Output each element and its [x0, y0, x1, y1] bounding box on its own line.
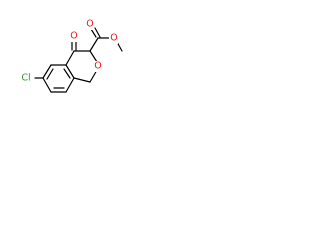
ester-oxygen-label: O: [110, 33, 117, 44]
methyl-ester-group: [89, 27, 123, 52]
bond-c5-c6-outer: [42, 64, 52, 79]
bond-c3-cester: [89, 37, 99, 52]
bond-c1-c8a: [73, 77, 91, 83]
bond-c6-c7: [42, 77, 52, 93]
bond-cester-o-a: [90, 28, 97, 38]
ester-carbonyl-oxygen-label-bg: [85, 19, 94, 30]
bond-c8a-c4a-outer: [65, 64, 75, 79]
atom-labels: Cl O O O O: [17, 19, 118, 84]
bond-c5-c6-inner: [46, 68, 54, 80]
pyranone-ring: [65, 50, 98, 83]
chlorine-label: Cl: [21, 73, 30, 84]
bond-c4a-c4: [65, 50, 75, 66]
ketone-oxygen-label: O: [70, 31, 77, 42]
bond-c8-c8a: [65, 77, 75, 93]
ketone-oxygen-label-bg: [69, 31, 78, 42]
ketone-group: [71, 40, 77, 51]
chlorine-label-bg: [17, 72, 34, 84]
ring-oxygen-label: O: [94, 61, 101, 72]
bond-c8a-c4a-inner: [63, 68, 71, 79]
ring-oxygen-label-bg: [93, 61, 102, 72]
benzene-ring: [42, 64, 75, 93]
chemical-structure-diagram: Cl O O O O: [17, 19, 123, 93]
bond-cester-o-b: [94, 27, 101, 38]
ester-oxygen-label-bg: [109, 33, 118, 44]
ester-carbonyl-oxygen-label: O: [86, 19, 93, 30]
bond-c3-o2: [89, 50, 98, 63]
